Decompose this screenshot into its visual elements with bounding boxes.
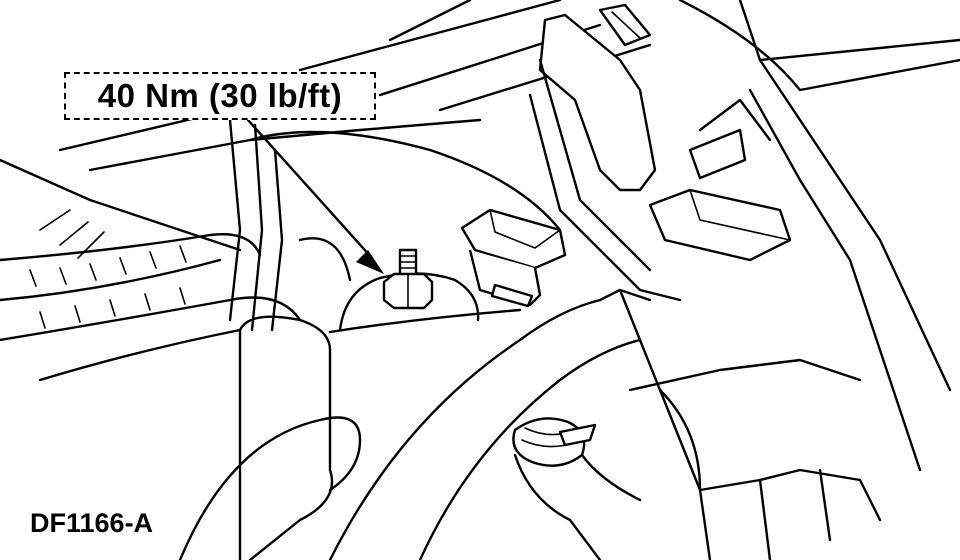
hose-clamp xyxy=(512,417,642,560)
right-housing xyxy=(598,58,952,560)
torque-spec-label: 40 Nm (30 lb/ft) xyxy=(97,77,343,114)
callout-leader xyxy=(246,118,384,274)
strut-mount-stud xyxy=(382,248,434,310)
torque-callout-box: 40 Nm (30 lb/ft) xyxy=(64,72,376,120)
hoses xyxy=(178,298,642,560)
figure-id-label: DF1166-A xyxy=(30,508,154,538)
electrical-connector xyxy=(460,208,567,308)
wiring-harness xyxy=(0,118,302,382)
retaining-straps xyxy=(648,98,792,262)
left-background-lines xyxy=(0,108,562,259)
reservoir-bracket xyxy=(528,3,682,302)
